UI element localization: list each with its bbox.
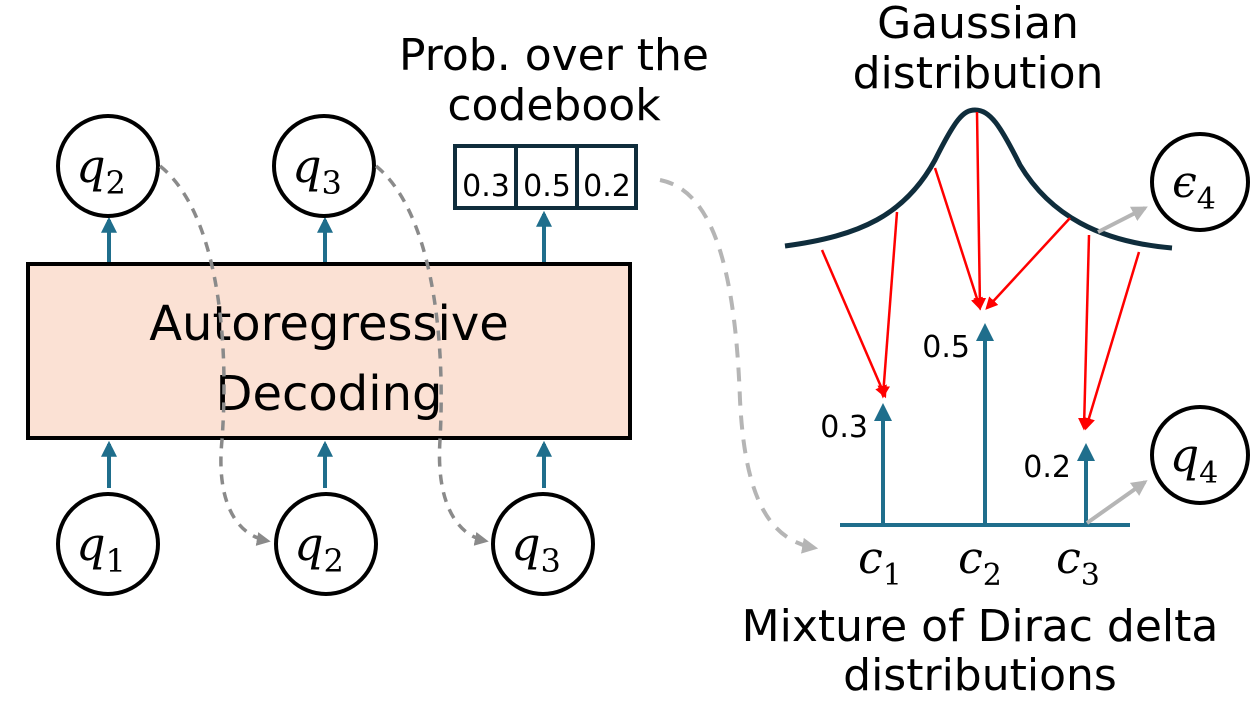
gaussian-title-line1: Gaussian [877, 0, 1079, 49]
feedback-arrow-q3 [374, 164, 489, 546]
svg-text:q3: q3 [511, 517, 561, 580]
input-node-q2: q2 [274, 492, 378, 596]
input-node-q3: q3 [491, 492, 595, 596]
gaussian-curve [784, 107, 1173, 251]
codebook-to-dirac-arrow [659, 178, 819, 554]
output-node-q3: q3 [272, 114, 376, 218]
dirac-spike-head-3 [1077, 443, 1095, 461]
dirac-weight-label-2: 0.5 [922, 330, 970, 365]
codebook-title-line1: Prob. over the [399, 30, 709, 81]
decoder-label-line2: Decoding [216, 366, 443, 422]
dirac-title-line2: distributions [843, 650, 1117, 701]
svg-text:q1: q1 [76, 517, 126, 580]
dirac-weight-label-1: 0.3 [820, 410, 868, 445]
spike-label-c2: c2 [958, 533, 1002, 593]
svg-text:q3: q3 [292, 139, 342, 202]
noise-node-eps4: ϵ4 [1150, 132, 1250, 232]
codebook-title-line2: codebook [447, 80, 661, 131]
svg-text:q2: q2 [76, 139, 126, 202]
dirac-spike-head-1 [874, 403, 892, 421]
svg-text:q2: q2 [294, 517, 344, 580]
spike-label-c3: c3 [1056, 533, 1100, 593]
noise-arrow [1097, 206, 1148, 234]
codebook-prob-table: 0.3 0.5 0.2 [453, 144, 638, 210]
codebook-prob-1: 0.3 [462, 169, 510, 204]
spike-label-c1: c1 [858, 533, 902, 593]
result-arrow [1085, 480, 1148, 525]
svg-text:ϵ4: ϵ4 [1172, 157, 1216, 217]
decoder-box [26, 262, 632, 440]
codebook-prob-2: 0.5 [523, 169, 571, 204]
sampling-arrows [820, 111, 1141, 431]
result-node-q4: q4 [1150, 405, 1250, 505]
dirac-spikes: 0.3 0.5 0.2 [820, 323, 1095, 525]
input-node-q1: q1 [56, 492, 160, 596]
dirac-weight-label-3: 0.2 [1023, 450, 1071, 485]
feedback-arrows [158, 164, 489, 546]
output-node-q2: q2 [56, 114, 160, 218]
decoder-arrows [101, 210, 552, 488]
codebook-prob-3: 0.2 [583, 169, 631, 204]
dirac-spike-head-2 [976, 323, 994, 341]
dirac-title-line1: Mixture of Dirac delta [742, 601, 1219, 652]
decoder-label-line1: Autoregressive [149, 296, 509, 352]
feedback-arrow-q2 [158, 164, 271, 546]
gaussian-title-line2: distribution [853, 48, 1104, 99]
svg-text:q4: q4 [1170, 428, 1219, 491]
